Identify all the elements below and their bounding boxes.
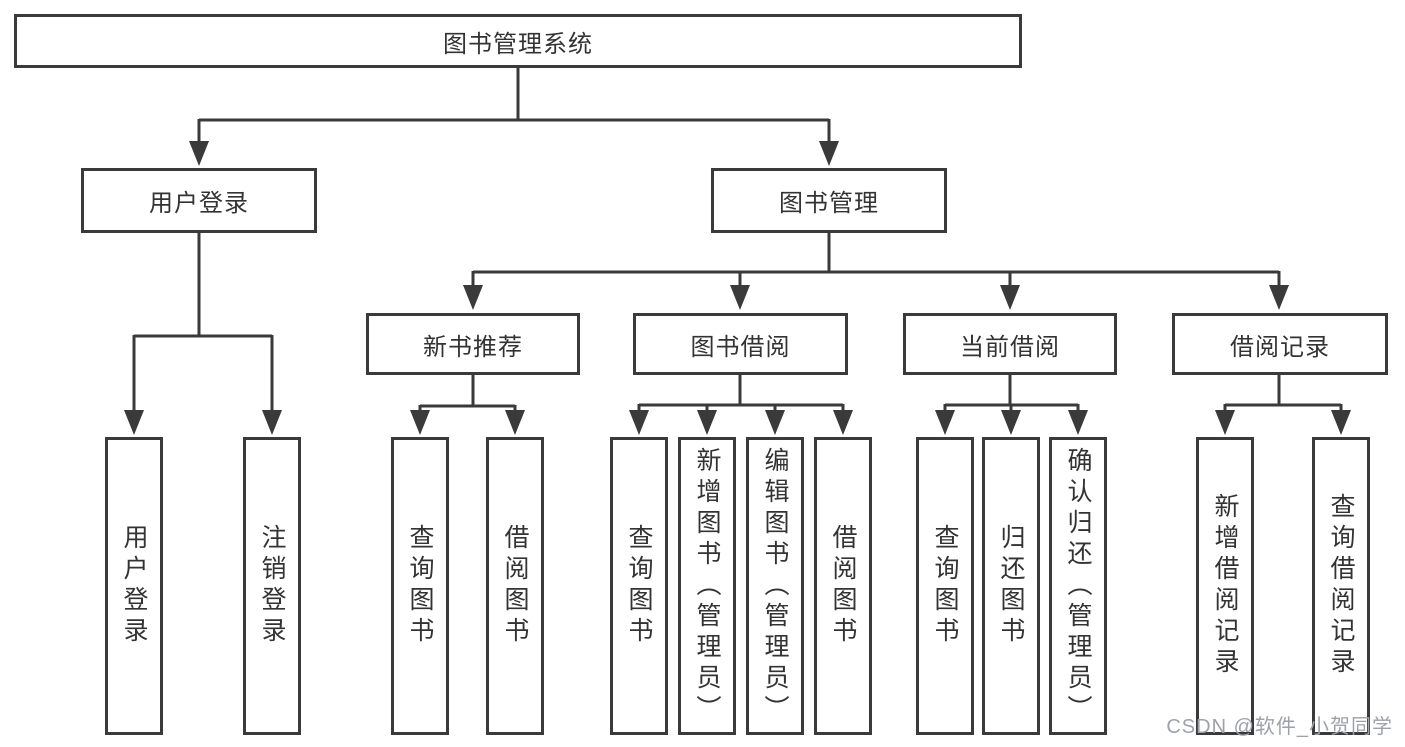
leaf-borrow-books: 借阅图书 (814, 437, 872, 735)
leaf-add-borrow-record: 新增借阅记录 (1196, 437, 1254, 735)
node-book-borrow: 图书借阅 (633, 313, 848, 375)
csdn-watermark: CSDN @软件_小贺同学 (1166, 716, 1393, 738)
leaf-query-books-borrow: 查询图书 (610, 437, 668, 735)
leaf-query-books-recommend: 查询图书 (391, 437, 449, 735)
leaf-confirm-return-admin: 确认归还（管理员） (1049, 437, 1107, 735)
leaf-user-login: 用户登录 (105, 437, 163, 735)
node-book-management: 图书管理 (711, 168, 947, 233)
leaf-logout: 注销登录 (243, 437, 301, 735)
node-borrow-records: 借阅记录 (1172, 313, 1388, 375)
node-root-library-system: 图书管理系统 (14, 14, 1022, 68)
node-new-book-recommend: 新书推荐 (366, 313, 580, 375)
leaf-edit-books-admin: 编辑图书（管理员） (746, 437, 804, 735)
arrowheads (124, 141, 1351, 435)
leaf-query-borrow-record: 查询借阅记录 (1312, 437, 1370, 735)
leaf-return-books: 归还图书 (982, 437, 1040, 735)
node-current-borrow: 当前借阅 (903, 313, 1117, 375)
leaf-add-books-admin: 新增图书（管理员） (678, 437, 736, 735)
node-user-login: 用户登录 (81, 168, 317, 233)
leaf-query-books-current: 查询图书 (916, 437, 974, 735)
leaf-borrow-books-recommend: 借阅图书 (486, 437, 544, 735)
